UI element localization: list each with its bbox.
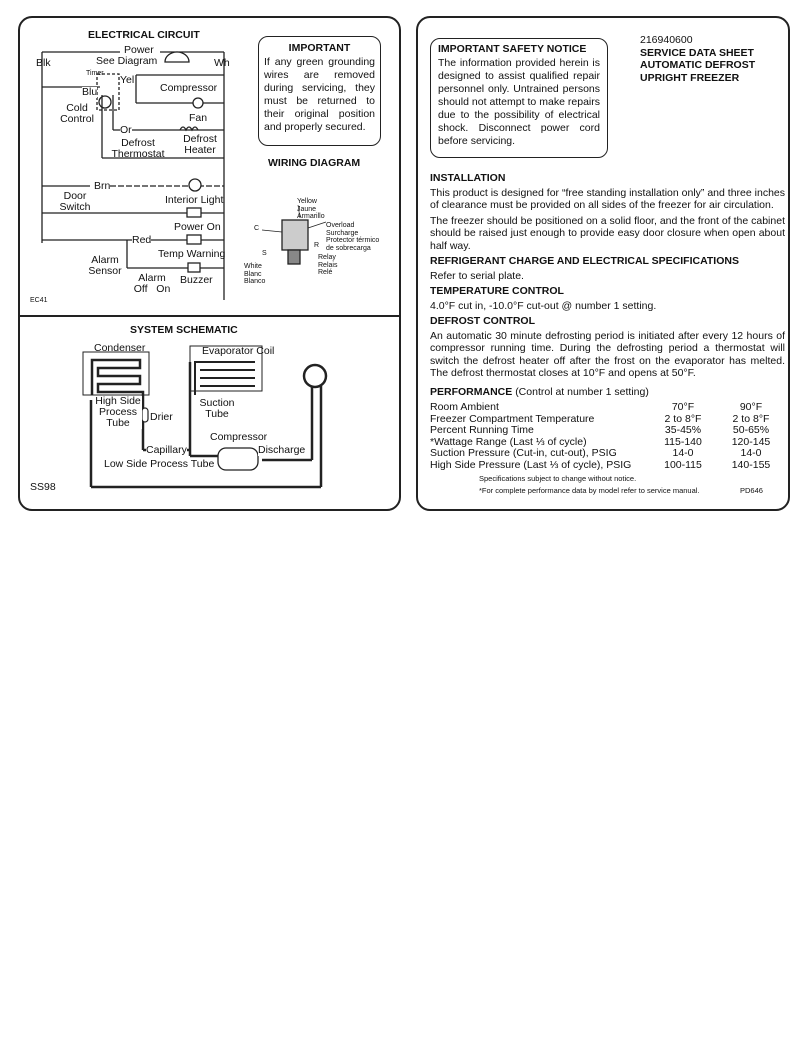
performance-row: Percent Running Time 35-45% 50-65% bbox=[430, 424, 785, 437]
label-brn: Brn bbox=[94, 180, 111, 192]
installation-title: INSTALLATION bbox=[430, 172, 506, 184]
circuit-code: EC41 bbox=[30, 297, 48, 304]
label-drier: Drier bbox=[150, 411, 173, 423]
label-blu: Blu bbox=[82, 86, 98, 98]
label-yel: Yel bbox=[120, 74, 135, 86]
performance-row: Freezer Compartment Temperature 2 to 8°F 2… bbox=[430, 412, 785, 426]
sheet-header: 216940600 SERVICE DATA SHEET AUTOMATIC D… bbox=[640, 34, 755, 84]
label-wh: Wh bbox=[214, 57, 230, 69]
label-low-side-process-tube: Low Side Process Tube bbox=[104, 458, 215, 470]
label-interior-light: Interior Light bbox=[165, 194, 224, 206]
performance-value: 14-0 bbox=[740, 447, 762, 459]
important-text: If any green grounding wires are removed… bbox=[264, 56, 375, 133]
label-condenser: Condenser bbox=[94, 342, 146, 354]
label-power: Power bbox=[124, 44, 154, 56]
header-line-1: SERVICE DATA SHEET bbox=[640, 46, 754, 59]
performance-label: Percent Running Time bbox=[430, 424, 534, 436]
wiring-diagram-title: WIRING DIAGRAM bbox=[268, 157, 361, 169]
label-discharge: Discharge bbox=[258, 444, 306, 456]
performance-row: *Wattage Range (Last ⅓ of cycle) 115-140 1… bbox=[430, 435, 785, 449]
installation-p2: The freezer should be positioned on a so… bbox=[430, 214, 785, 252]
safety-notice-box: IMPORTANT SAFETY NOTICE The information … bbox=[430, 38, 608, 158]
performance-value: 14-0 bbox=[672, 447, 694, 459]
footer-code: PD646 bbox=[740, 486, 763, 495]
left-panel bbox=[18, 16, 401, 511]
right-panel bbox=[416, 16, 790, 511]
performance-value: 140-155 bbox=[731, 458, 771, 471]
performance-value: 100-115 bbox=[664, 458, 702, 471]
divider bbox=[19, 315, 400, 317]
performance-value: 35-45% bbox=[664, 424, 702, 436]
performance-value: 115-140 bbox=[664, 435, 702, 448]
footer-note-1: Specifications subject to change without… bbox=[479, 474, 637, 483]
performance-row: Suction Pressure (Cut-in, cut-out), PSIG… bbox=[430, 447, 785, 460]
label-see-diagram: See Diagram bbox=[96, 55, 158, 67]
header-line-3: UPRIGHT FREEZER bbox=[640, 71, 740, 84]
label-timer: Timer bbox=[86, 70, 104, 77]
footer-note-2: *For complete performance data by model … bbox=[479, 486, 700, 495]
performance-value: 90°F bbox=[739, 401, 763, 413]
defrost-text: An automatic 30 minute defrosting period… bbox=[430, 329, 785, 380]
performance-value: 50-65% bbox=[732, 424, 770, 436]
schematic-title: SYSTEM SCHEMATIC bbox=[130, 324, 238, 336]
label-compressor-schematic: Compressor bbox=[210, 431, 268, 443]
performance-label: Suction Pressure (Cut-in, cut-out), PSIG bbox=[430, 447, 617, 459]
label-s: S bbox=[262, 250, 267, 257]
performance-row: Room Ambient 70°F 90°F bbox=[430, 401, 785, 414]
temperature-text: 4.0°F cut in, -10.0°F cut-out @ number 1… bbox=[430, 299, 657, 312]
safety-title: IMPORTANT SAFETY NOTICE bbox=[438, 43, 587, 55]
safety-text: The information provided herein is desig… bbox=[438, 57, 600, 147]
performance-label: *Wattage Range (Last ⅓ of cycle) bbox=[430, 435, 587, 448]
performance-label: Room Ambient bbox=[430, 401, 499, 413]
temperature-title: TEMPERATURE CONTROL bbox=[430, 285, 564, 297]
performance-value: 70°F bbox=[671, 401, 695, 413]
schematic-code: SS98 bbox=[30, 481, 56, 493]
label-r: R bbox=[314, 242, 320, 249]
label-buzzer: Buzzer bbox=[180, 274, 213, 286]
electrical-circuit-title: ELECTRICAL CIRCUIT bbox=[88, 29, 200, 41]
performance-value: 2 to 8°F bbox=[664, 412, 702, 425]
refrigerant-title: REFRIGERANT CHARGE AND ELECTRICAL SPECIF… bbox=[430, 255, 739, 267]
label-power-on: Power On bbox=[174, 221, 221, 233]
refrigerant-text: Refer to serial plate. bbox=[430, 269, 524, 282]
label-fan: Fan bbox=[189, 112, 208, 124]
important-title: IMPORTANT bbox=[288, 42, 351, 54]
label-red: Red bbox=[132, 234, 152, 246]
label-or: Or bbox=[120, 124, 132, 136]
label-c: C bbox=[254, 225, 260, 232]
performance-row: High Side Pressure (Last ⅓ of cycle), PS… bbox=[430, 458, 785, 472]
performance-label: Freezer Compartment Temperature bbox=[430, 412, 595, 425]
performance-value: 120-145 bbox=[731, 435, 771, 448]
label-compressor: Compressor bbox=[160, 82, 218, 94]
defrost-title: DEFROST CONTROL bbox=[430, 315, 535, 327]
performance-label: High Side Pressure (Last ⅓ of cycle), PS… bbox=[430, 458, 632, 471]
spec-body: INSTALLATION This product is designed fo… bbox=[430, 169, 785, 471]
installation-p1: This product is designed for “free stand… bbox=[430, 186, 785, 212]
header-line-2: AUTOMATIC DEFROST bbox=[640, 59, 756, 71]
wiring-diagram-relay bbox=[261, 204, 327, 265]
label-temp-warning: Temp Warning bbox=[158, 248, 226, 260]
performance-value: 2 to 8°F bbox=[732, 412, 770, 425]
performance-heading: PERFORMANCE (Control at number 1 setting… bbox=[430, 385, 649, 398]
label-evaporator: Evaporator Coil bbox=[202, 345, 275, 357]
label-capillary: Capillary bbox=[146, 444, 187, 456]
part-number: 216940600 bbox=[640, 34, 693, 46]
important-box: IMPORTANT If any green grounding wires a… bbox=[258, 36, 381, 146]
label-blk: Blk bbox=[36, 57, 51, 69]
